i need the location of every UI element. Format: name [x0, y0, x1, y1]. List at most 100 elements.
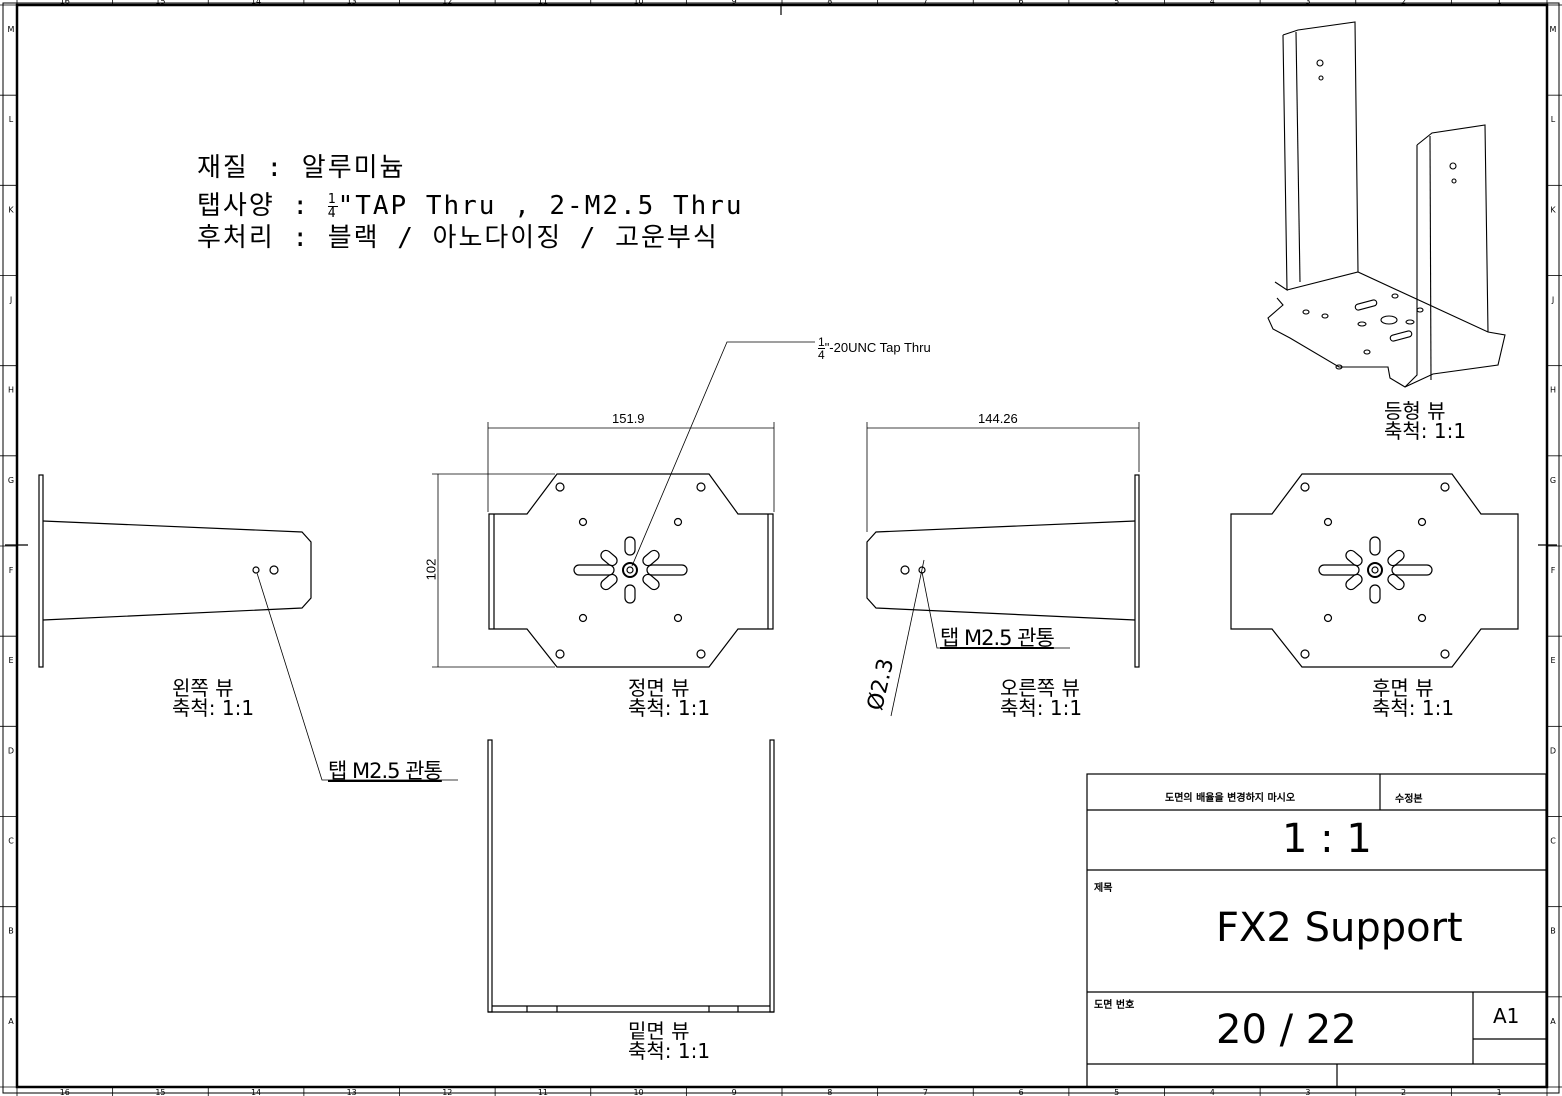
- front-view-scale: 축척: 1:1: [628, 696, 711, 720]
- material-note: 재질 : 알루미늄: [197, 153, 406, 183]
- tb-scale: 1 : 1: [1282, 816, 1372, 862]
- zone-label: 3: [1305, 0, 1310, 6]
- zone-label: G: [1550, 476, 1556, 485]
- zone-label: J: [9, 296, 12, 305]
- right-tap-leader: [921, 571, 1070, 649]
- isometric-view: [1267, 21, 1506, 388]
- zone-label: 16: [60, 0, 70, 6]
- iso-view-scale: 축척: 1:1: [1384, 419, 1467, 443]
- tb-title: FX2 Support: [1216, 905, 1463, 951]
- zone-label: 1: [1497, 0, 1502, 6]
- zone-label: K: [1550, 205, 1556, 214]
- left-view-scale: 축척: 1:1: [172, 696, 255, 720]
- zone-label: D: [1550, 746, 1556, 755]
- tb-revision-label: 수정본: [1395, 794, 1423, 805]
- zone-label: L: [1551, 115, 1556, 124]
- right-view-scale: 축척: 1:1: [1000, 696, 1083, 720]
- zone-label: 15: [155, 1088, 165, 1096]
- zone-label: D: [8, 746, 14, 755]
- zone-labels: 1616151514141313121211111010998877665544…: [8, 0, 1557, 1096]
- front-height-dim: 102: [423, 558, 439, 581]
- zone-label: A: [1550, 1017, 1556, 1026]
- zone-label: L: [9, 115, 14, 124]
- zone-label: 6: [1019, 1088, 1024, 1096]
- zone-label: 2: [1401, 1088, 1406, 1096]
- title-block: [1086, 773, 1547, 1088]
- back-view-name: 후면 뷰: [1372, 676, 1434, 700]
- tb-sheet-size: A1: [1493, 1004, 1520, 1028]
- zone-label: 4: [1210, 0, 1215, 6]
- front-view-name: 정면 뷰: [628, 676, 690, 700]
- right-view: [866, 422, 1140, 668]
- zone-label: 12: [442, 1088, 452, 1096]
- zone-label: F: [1551, 566, 1556, 575]
- zone-label: 7: [923, 0, 928, 6]
- zone-label: 11: [538, 0, 548, 6]
- bottom-view: [487, 739, 775, 1013]
- zone-label: 2: [1401, 0, 1406, 6]
- zone-label: 5: [1114, 1088, 1119, 1096]
- left-view: [38, 474, 312, 668]
- zone-label: K: [8, 205, 14, 214]
- zone-label: 9: [732, 1088, 737, 1096]
- bottom-view-scale: 축척: 1:1: [628, 1039, 711, 1063]
- zone-label: B: [1550, 927, 1556, 936]
- zone-label: 8: [827, 0, 832, 6]
- tb-drawing-no-label: 도면 번호: [1094, 1000, 1135, 1011]
- zone-label: H: [1550, 386, 1556, 395]
- zone-label: 14: [251, 0, 261, 6]
- zone-label: G: [8, 476, 14, 485]
- tap-frac-num: 1: [327, 192, 338, 207]
- zone-label: E: [8, 656, 13, 665]
- zone-label: 7: [923, 1088, 928, 1096]
- zone-label: E: [1550, 656, 1555, 665]
- finish-note: 후처리 : 블랙 / 아노다이징 / 고운부식: [197, 223, 719, 253]
- left-tap-callout: 탭 M2.5 관통: [328, 759, 443, 783]
- zone-label: 4: [1210, 1088, 1215, 1096]
- zone-label: A: [8, 1017, 14, 1026]
- zone-label: 6: [1019, 0, 1024, 6]
- bottom-view-name: 밑면 뷰: [628, 1019, 690, 1043]
- zone-label: J: [1551, 296, 1554, 305]
- unc-frac-num: 1: [818, 335, 825, 349]
- zone-label: M: [8, 25, 15, 34]
- tap-frac-den: 4: [327, 206, 338, 221]
- zone-label: 5: [1114, 0, 1119, 6]
- right-view-name: 오른쪽 뷰: [1000, 676, 1080, 700]
- zone-label: M: [1550, 25, 1557, 34]
- zone-label: 8: [827, 1088, 832, 1096]
- zone-label: 12: [442, 0, 452, 6]
- back-view-scale: 축척: 1:1: [1372, 696, 1455, 720]
- right-width-dim: 144.26: [978, 411, 1018, 426]
- dia-leader: [890, 559, 925, 717]
- unc-leader: [631, 341, 815, 567]
- zone-label: 13: [347, 0, 357, 6]
- right-tap-callout: 탭 M2.5 관통: [940, 626, 1055, 650]
- zone-label: 15: [155, 0, 165, 6]
- zone-label: C: [8, 837, 14, 846]
- left-view-name: 왼쪽 뷰: [172, 676, 234, 700]
- back-view: [1230, 473, 1519, 668]
- front-view: [432, 422, 775, 668]
- zone-label: H: [8, 386, 14, 395]
- zone-label: 13: [347, 1088, 357, 1096]
- tb-drawing-no: 20 / 22: [1216, 1007, 1357, 1053]
- left-tap-leader: [256, 572, 458, 781]
- iso-view-name: 등형 뷰: [1384, 399, 1446, 423]
- zone-label: F: [9, 566, 14, 575]
- zone-label: 1: [1497, 1088, 1502, 1096]
- zone-label: 11: [538, 1088, 548, 1096]
- tb-warning: 도면의 배율을 변경하지 마시오: [1165, 793, 1296, 804]
- zone-label: 9: [732, 0, 737, 6]
- tb-title-label: 제목: [1094, 883, 1113, 894]
